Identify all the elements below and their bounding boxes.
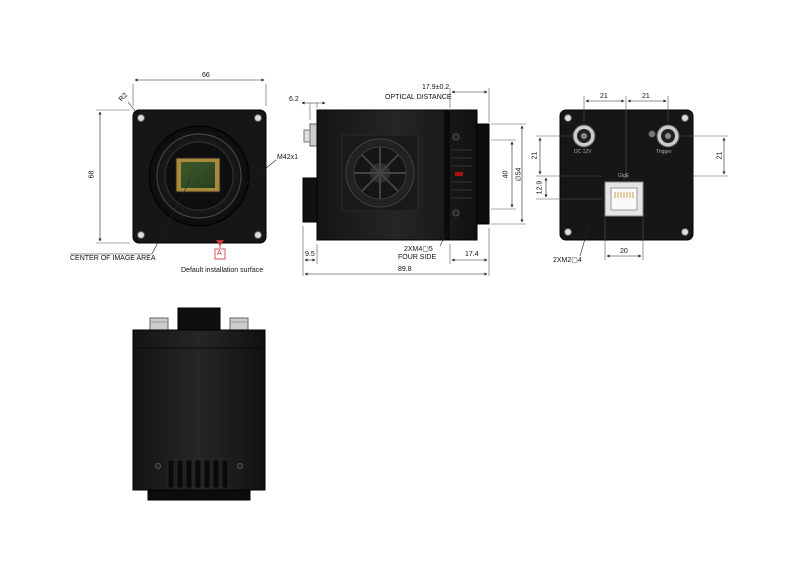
total-length-dim: 89.8 xyxy=(398,266,412,273)
dim-9-5: 9.5 xyxy=(305,251,315,258)
dim-diameter-54: ∅54 xyxy=(515,167,523,182)
rear-connector-icon xyxy=(302,177,318,223)
screw-icon xyxy=(681,114,689,122)
datum-box xyxy=(214,248,226,260)
rear-screw-spec: 2XM2▢4 xyxy=(553,257,582,264)
screw-icon xyxy=(254,114,262,122)
indicator-led-icon xyxy=(455,172,463,176)
trigger-connector-icon xyxy=(656,124,680,148)
center-image-area-label: CENTER OF IMAGE AREA xyxy=(70,255,156,262)
rear-view xyxy=(536,96,728,260)
front-height-dim: 68 xyxy=(88,170,96,179)
optical-distance-label: OPTICAL DISTANCE xyxy=(385,94,452,101)
dc-power-connector-icon xyxy=(572,124,596,148)
rear-dim-21-vert-left: 21 xyxy=(531,151,539,160)
rear-dim-20: 20 xyxy=(620,248,628,255)
datum-letter: A xyxy=(217,250,222,257)
ethernet-top-icon xyxy=(177,307,221,333)
screw-icon xyxy=(137,231,145,239)
front-width-dim: 66 xyxy=(202,72,210,79)
vent-slots-icon xyxy=(167,459,229,489)
lens-flange xyxy=(476,123,490,225)
side-view xyxy=(301,88,526,276)
lens-flange-top xyxy=(147,489,251,501)
mount-thread-label: M42x1 xyxy=(277,154,299,161)
screw-icon xyxy=(564,114,572,122)
screw-icon xyxy=(681,228,689,236)
side-screw-note: FOUR SIDE xyxy=(398,254,437,261)
status-led-icon xyxy=(648,130,656,138)
front-view xyxy=(70,78,277,260)
flange-dim: 6.2 xyxy=(289,96,299,103)
top-view xyxy=(132,307,266,501)
installation-surface-note: Default installation surface xyxy=(181,267,264,274)
rear-dim-21-right: 21 xyxy=(642,93,650,100)
screw-icon xyxy=(137,114,145,122)
side-screw-spec: 2XM4▢5 xyxy=(404,246,433,253)
gige-port-label: GigE xyxy=(618,173,630,179)
fan-grille-icon xyxy=(341,134,419,212)
screw-icon xyxy=(254,231,262,239)
screw-icon xyxy=(564,228,572,236)
dim-17-4: 17.4 xyxy=(465,251,479,258)
rear-dim-21-vert-right: 21 xyxy=(716,151,724,160)
rear-dim-12-9: 12.9 xyxy=(536,180,544,195)
ethernet-port-icon xyxy=(604,181,644,217)
dim-40: 40 xyxy=(502,170,510,179)
datum-marker-icon xyxy=(216,240,224,246)
trigger-label: Trigger xyxy=(656,149,672,155)
dc-power-label: DC 12V xyxy=(574,149,592,155)
optical-distance-dim: 17.9±0.2 xyxy=(422,84,450,91)
sensor-icon xyxy=(181,162,215,188)
rear-dim-21-left: 21 xyxy=(600,93,608,100)
